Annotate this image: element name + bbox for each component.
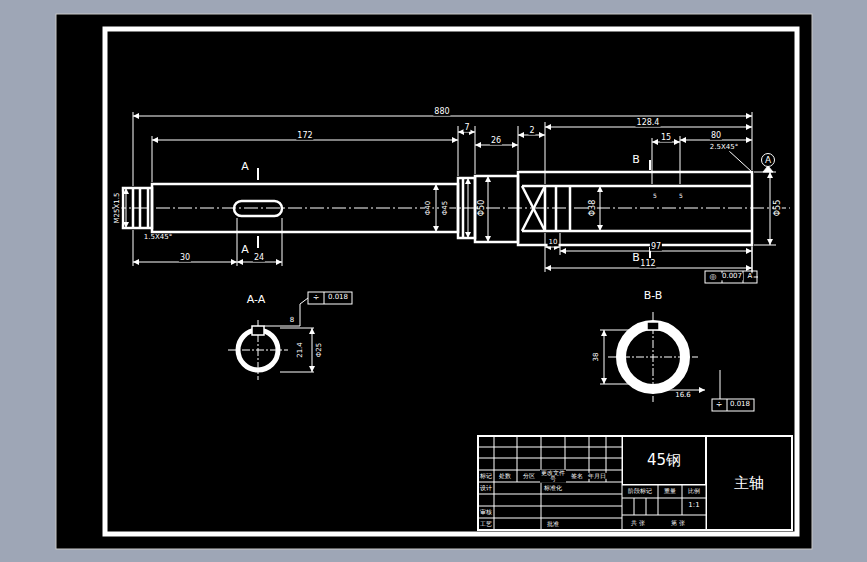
table-cell: 标记 (479, 473, 493, 479)
dimension-text: 10 (548, 239, 559, 246)
table-cell: 比例 (687, 488, 701, 494)
table-cell: 处数 (498, 473, 512, 479)
table-cell: 工艺 (479, 521, 493, 527)
dimension-text: Φ50 (478, 199, 486, 217)
table-cell: 设计 (479, 485, 493, 491)
table-cell: 批准 (546, 521, 560, 527)
dimension-text: ÷ (715, 401, 724, 409)
part-name-cell: 主轴 (706, 436, 792, 530)
dimension-text: B (631, 154, 641, 166)
dimension-text: 15 (660, 134, 672, 142)
frame (105, 29, 797, 534)
table-cell: 标准化 (543, 485, 563, 491)
title-block (478, 436, 792, 530)
table-cell: 更改文件号 (540, 470, 566, 483)
dimension-text: 128.4 (636, 119, 661, 127)
dimension-text: 5 (678, 193, 684, 199)
datum-circle: A (761, 153, 775, 167)
shaft-outline (123, 172, 752, 245)
dimension-text: 8 (289, 317, 295, 324)
dimension-text: 0.018 (729, 401, 751, 408)
center-line (112, 208, 790, 209)
dimension-text: 30 (179, 254, 191, 262)
dimension-text: Φ25 (316, 342, 323, 358)
dimension-text: 16.6 (674, 392, 692, 399)
dimension-text: M25X1.5 (114, 192, 121, 225)
dimension-text: 38 (593, 352, 600, 363)
dimension-text: 5 (652, 193, 658, 199)
dimension-text: 26 (490, 137, 502, 145)
dimension-text: A-A (246, 294, 267, 306)
dimension-text: 21.4 (297, 341, 304, 359)
dimension-text: ÷ (312, 294, 321, 302)
material-cell: 45钢 (622, 436, 706, 485)
dimension-text: 0.018 (327, 294, 349, 301)
title-text: 主轴 (734, 476, 764, 491)
section-a (228, 292, 352, 380)
dimension-text: A (240, 161, 250, 173)
table-cell: 分区 (522, 473, 536, 479)
table-cell: 年月日 (587, 473, 607, 479)
section-b (600, 312, 754, 411)
table-cell: 阶段标记 (627, 488, 653, 494)
dimension-text: 2.5X45° (709, 144, 739, 151)
tolerance-frame (705, 271, 757, 283)
dimension-text: 97 (650, 243, 662, 251)
table-cell: 审核 (479, 509, 493, 515)
table-cell: 第 张 (670, 520, 686, 526)
table-cell: 签名 (570, 473, 584, 479)
dimension-text: Φ38 (589, 199, 597, 217)
dimension-text: A (240, 244, 250, 256)
dimension-lines (126, 112, 776, 277)
dimension-text: 7 (463, 124, 470, 132)
dimension-text: 172 (296, 132, 313, 140)
datum-letter: A (765, 156, 771, 165)
sheet (56, 14, 812, 549)
table-cell: 共 张 (630, 520, 646, 526)
table-cell: 重量 (663, 488, 677, 494)
table-cell: 1:1 (687, 502, 700, 509)
dimension-text: ◎ (709, 273, 718, 281)
dimension-text: Φ40 (425, 200, 432, 216)
dimension-text: B-B (643, 290, 664, 302)
dimension-text: 880 (433, 108, 450, 116)
dimension-text: A (747, 273, 754, 280)
dimension-text: 24 (253, 254, 265, 262)
section-marks (258, 160, 650, 258)
dimension-text: 2 (528, 127, 535, 135)
dimension-text: 0.007 (721, 273, 743, 280)
dimension-text: Φ45 (442, 200, 449, 216)
dimension-text: B (631, 252, 641, 264)
dimension-text: 112 (639, 260, 656, 268)
dimension-text: Φ55 (774, 199, 782, 217)
title-text: 45钢 (647, 453, 681, 468)
dimension-text: 1.5X45° (143, 234, 173, 241)
dimension-text: 80 (710, 132, 722, 140)
